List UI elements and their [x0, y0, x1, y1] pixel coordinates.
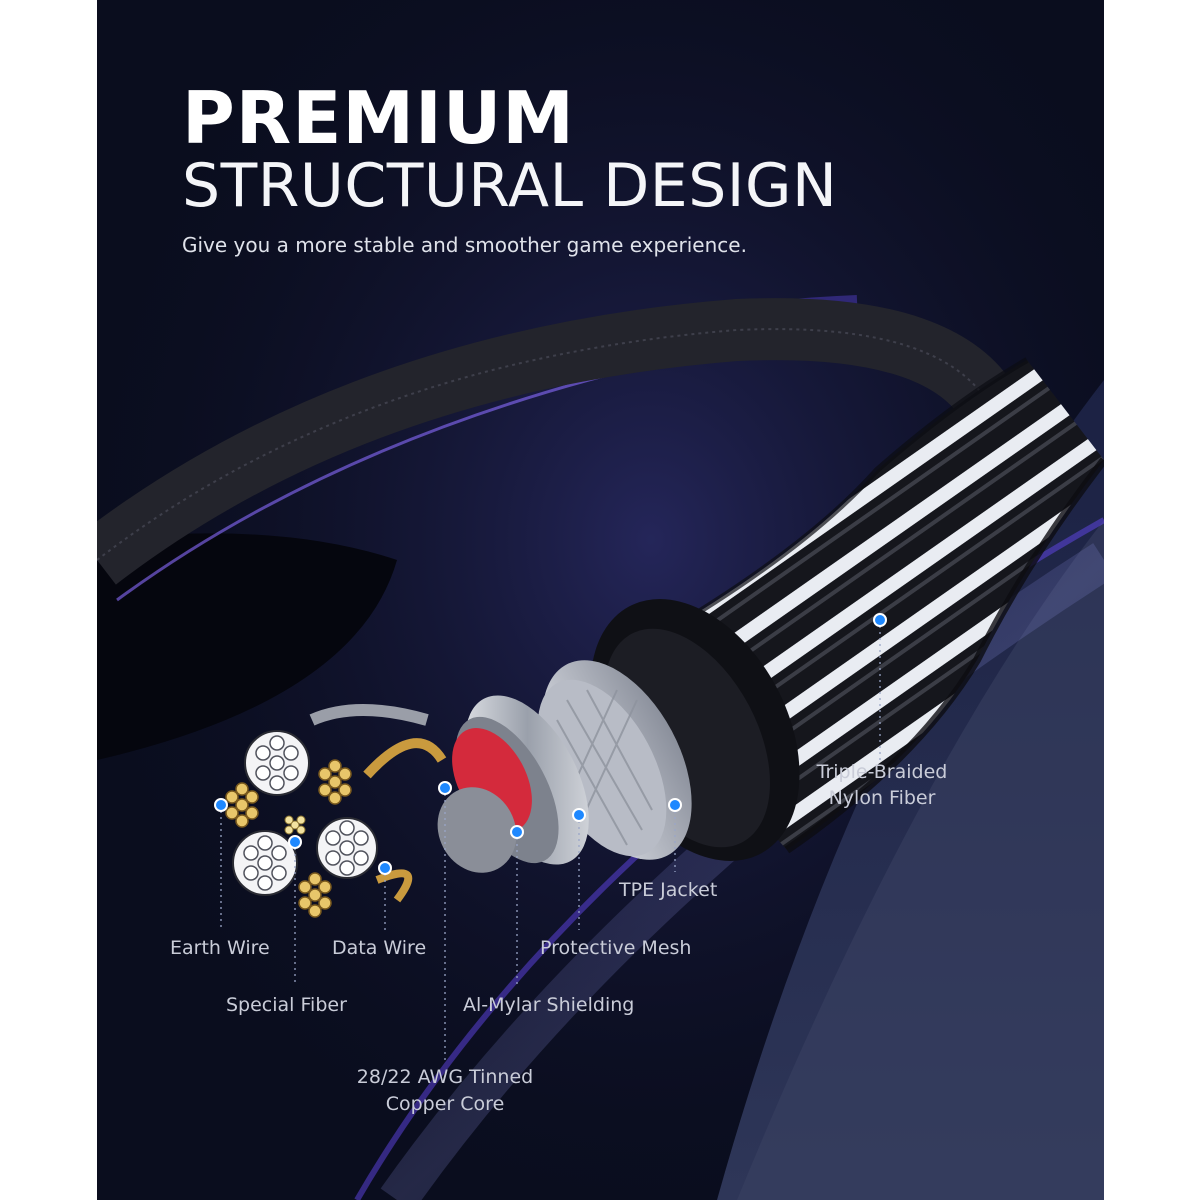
label-earth-wire: Earth Wire — [170, 937, 270, 959]
label-data-wire: Data Wire — [332, 937, 427, 959]
label-special-fiber: Special Fiber — [226, 994, 347, 1016]
marker-dots — [214, 613, 887, 875]
headline-subtitle: STRUCTURAL DESIGN — [182, 151, 838, 221]
cable-illustration — [97, 0, 1104, 1200]
marker-data-wire — [378, 861, 392, 875]
label-triple-braided-line2: Nylon Fiber — [828, 787, 936, 809]
label-al-mylar-shielding: Al-Mylar Shielding — [463, 994, 635, 1016]
marker-copper-core — [438, 781, 452, 795]
product-banner: PREMIUM STRUCTURAL DESIGN Give you a mor… — [97, 0, 1104, 1200]
tagline: Give you a more stable and smoother game… — [182, 233, 747, 257]
marker-earth-wire — [214, 798, 228, 812]
label-copper-core-line2: Copper Core — [385, 1093, 505, 1115]
cable-cross-section-icon — [225, 704, 447, 918]
label-triple-braided-line1: Triple-Braided — [816, 761, 948, 783]
headline-title: PREMIUM — [182, 76, 575, 160]
label-copper-core-line1: 28/22 AWG Tinned — [356, 1066, 534, 1088]
marker-triple-braided — [873, 613, 887, 627]
marker-special-fiber — [288, 835, 302, 849]
label-tpe-jacket: TPE Jacket — [619, 879, 718, 901]
marker-tpe-jacket — [668, 798, 682, 812]
label-protective-mesh: Protective Mesh — [540, 937, 692, 959]
marker-al-mylar — [510, 825, 524, 839]
marker-protective-mesh — [572, 808, 586, 822]
